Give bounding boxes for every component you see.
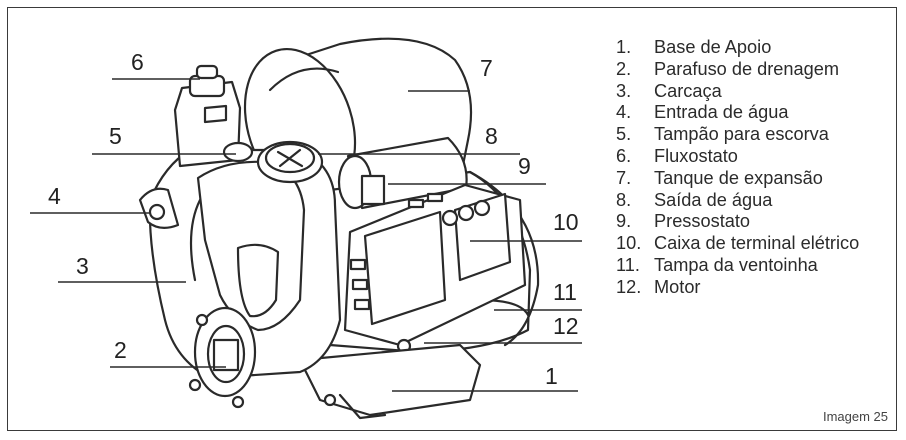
legend-number: 7. bbox=[616, 167, 632, 188]
legend-item: 9. Pressostato bbox=[616, 211, 896, 233]
legend-number: 11. bbox=[616, 254, 640, 275]
callout-3: 3 bbox=[76, 253, 89, 279]
callout-numbers: 6 5 4 3 2 7 8 9 10 11 12 1 bbox=[48, 49, 579, 389]
callout-4: 4 bbox=[48, 183, 61, 209]
callout-2: 2 bbox=[114, 337, 127, 363]
terminal-box bbox=[343, 183, 527, 354]
legend-item: 12. Motor bbox=[616, 277, 896, 299]
legend-number: 1. bbox=[616, 37, 632, 57]
legend-text: Caixa de terminal elétrico bbox=[654, 233, 860, 254]
parts-legend: 1. Base de Apoio 2. Parafuso de drenagem 3… bbox=[616, 37, 896, 299]
legend-item: 7. Tanque de expansão bbox=[616, 168, 896, 190]
callout-10: 10 bbox=[553, 209, 579, 235]
legend-text: Tampão para escorva bbox=[654, 124, 829, 145]
callout-1: 1 bbox=[545, 363, 558, 389]
legend-number: 12. bbox=[616, 276, 642, 297]
legend-number: 6. bbox=[616, 145, 632, 166]
legend-number: 9. bbox=[616, 211, 632, 232]
legend-text: Pressostato bbox=[654, 211, 751, 232]
legend-number: 10. bbox=[616, 233, 642, 254]
figure-caption: Imagem 25 bbox=[822, 409, 888, 424]
drain-plug bbox=[188, 306, 257, 409]
legend-number: 8. bbox=[616, 189, 632, 210]
callout-8: 8 bbox=[485, 123, 498, 149]
legend-number: 2. bbox=[616, 58, 632, 79]
water-inlet bbox=[138, 187, 180, 229]
priming-plug bbox=[222, 140, 324, 184]
legend-item: 11. Tampa da ventoinha bbox=[616, 255, 896, 277]
callout-7: 7 bbox=[480, 55, 493, 81]
legend-text: Tanque de expansão bbox=[654, 167, 823, 188]
legend-item: 6. Fluxostato bbox=[616, 146, 896, 168]
legend-text: Fluxostato bbox=[654, 145, 738, 166]
flow-switch bbox=[173, 64, 242, 168]
legend-item: 10. Caixa de terminal elétrico bbox=[616, 233, 896, 255]
legend-text: Motor bbox=[654, 276, 701, 297]
callout-5: 5 bbox=[109, 123, 122, 149]
legend-item: 2. Parafuso de drenagem bbox=[616, 59, 896, 81]
leader-lines bbox=[30, 78, 582, 392]
callout-6: 6 bbox=[131, 49, 144, 75]
legend-item: 8. Saída de água bbox=[616, 190, 896, 212]
legend-number: 4. bbox=[616, 102, 632, 123]
legend-item: 1. Base de Apoio bbox=[616, 37, 896, 59]
legend-text: Entrada de água bbox=[654, 102, 789, 123]
legend-item: 5. Tampão para escorva bbox=[616, 124, 896, 146]
legend-text: Carcaça bbox=[654, 80, 722, 101]
callout-12: 12 bbox=[553, 313, 579, 339]
legend-text: Tampa da ventoinha bbox=[654, 254, 818, 275]
legend-number: 3. bbox=[616, 80, 632, 101]
legend-text: Parafuso de drenagem bbox=[654, 58, 840, 79]
support-base bbox=[298, 343, 482, 420]
legend-text: Base de Apoio bbox=[654, 37, 772, 57]
callout-9: 9 bbox=[518, 153, 531, 179]
legend-item: 3. Carcaça bbox=[616, 81, 896, 103]
legend-item: 4. Entrada de água bbox=[616, 102, 896, 124]
legend-text: Saída de água bbox=[654, 189, 773, 210]
callout-11: 11 bbox=[553, 279, 577, 305]
legend-number: 5. bbox=[616, 124, 632, 145]
